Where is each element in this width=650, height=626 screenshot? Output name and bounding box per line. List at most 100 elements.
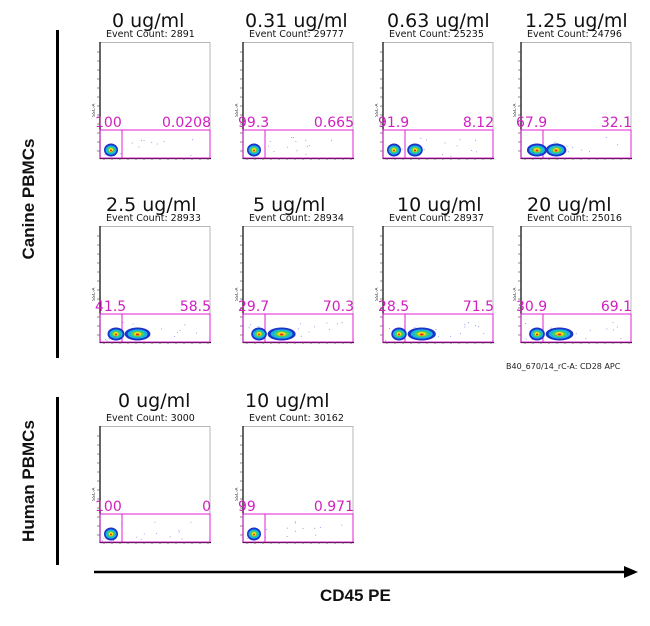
event-dot — [305, 140, 307, 142]
event-dot — [616, 326, 618, 328]
event-dot — [388, 328, 390, 330]
event-dot — [449, 335, 451, 337]
flow-scatter-plot: SSC-A — [375, 42, 494, 160]
canine-group-label: Canine PBMCs — [19, 138, 38, 260]
event-dot — [286, 527, 288, 529]
y-axis-tick-label: SSC-A — [513, 287, 518, 301]
event-dot — [450, 155, 452, 157]
negative-population-red — [114, 333, 118, 336]
x-axis-arrow-head — [624, 566, 638, 578]
event-dot — [566, 145, 568, 147]
flow-scatter-plot: SSC-A — [513, 226, 632, 344]
event-dot — [151, 142, 153, 144]
flow-scatter-plot: SSC-A — [235, 226, 354, 344]
event-dot — [524, 323, 526, 325]
positive-population-red — [554, 149, 558, 152]
negative-percentage: 100 — [95, 115, 122, 131]
event-dot — [195, 332, 197, 334]
event-dot — [132, 323, 134, 325]
event-dot — [460, 333, 462, 335]
event-count: Event Count: 28937 — [389, 213, 484, 224]
concentration-label: 20 ug/ml — [527, 194, 612, 216]
event-dot — [308, 145, 310, 147]
negative-population-red — [397, 333, 401, 336]
event-dot — [122, 321, 124, 323]
event-dot — [414, 327, 416, 329]
negative-percentage: 91.9 — [378, 115, 410, 131]
y-axis-tick-label: SSC-A — [235, 103, 240, 117]
plot-frame — [382, 226, 494, 343]
event-dot — [531, 154, 533, 156]
event-count: Event Count: 28933 — [106, 213, 201, 224]
event-count: Event Count: 2891 — [106, 29, 195, 40]
negative-population-red — [253, 533, 255, 536]
event-dot — [296, 150, 298, 152]
negative-population — [391, 327, 407, 341]
event-dot — [143, 533, 145, 535]
event-dot — [291, 136, 293, 138]
plot-frame — [99, 226, 211, 343]
event-dot — [475, 151, 477, 153]
positive-gate — [264, 313, 354, 343]
event-dot — [314, 527, 316, 529]
plot-frame — [520, 42, 632, 159]
event-dot — [525, 338, 527, 340]
event-dot — [273, 151, 275, 153]
event-dot — [250, 324, 252, 326]
event-dot — [314, 326, 316, 328]
event-dot — [192, 139, 194, 141]
negative-population-red — [393, 149, 395, 152]
positive-gate — [264, 513, 354, 543]
flow-scatter-plot: SSC-A — [235, 42, 354, 160]
event-dot — [612, 329, 614, 331]
event-dot — [184, 324, 186, 326]
event-dot — [141, 140, 143, 142]
event-count: Event Count: 3000 — [106, 413, 195, 424]
event-dot — [617, 144, 619, 146]
positive-population — [124, 327, 151, 341]
event-dot — [456, 145, 458, 147]
event-dot — [174, 335, 176, 337]
positive-percentage: 32.1 — [600, 115, 632, 131]
event-dot — [315, 534, 317, 536]
y-axis-tick-label: SSC-A — [375, 287, 380, 301]
positive-percentage: 0.971 — [313, 499, 354, 515]
event-dot — [302, 528, 304, 530]
negative-population — [247, 527, 261, 541]
event-dot — [326, 322, 328, 324]
negative-percentage: 99 — [238, 499, 256, 515]
event-dot — [169, 536, 171, 538]
event-dot — [401, 335, 403, 337]
event-dot — [294, 521, 296, 523]
event-dot — [297, 328, 299, 330]
event-dot — [179, 329, 181, 331]
concentration-label: 0.63 ug/ml — [387, 10, 490, 32]
flow-scatter-plot: SSC-A — [513, 42, 632, 160]
positive-percentage: 8.12 — [462, 115, 494, 131]
event-dot — [126, 330, 128, 332]
event-dot — [531, 338, 533, 340]
event-dot — [300, 323, 302, 325]
positive-percentage: 58.5 — [179, 299, 211, 315]
event-dot — [161, 328, 163, 330]
event-dot — [255, 331, 257, 333]
positive-gate — [121, 513, 211, 543]
event-dot — [114, 336, 116, 338]
event-dot — [105, 339, 107, 341]
y-axis-tick-label: SSC-A — [235, 487, 240, 501]
negative-population — [104, 527, 118, 541]
event-dot — [250, 152, 252, 154]
event-dot — [190, 154, 192, 156]
positive-population — [267, 327, 296, 341]
negative-population — [526, 143, 548, 157]
event-dot — [308, 331, 310, 333]
negative-percentage: 28.5 — [378, 299, 410, 315]
negative-population — [387, 143, 401, 157]
event-dot — [131, 142, 133, 144]
plot-frame — [242, 426, 354, 543]
positive-percentage: 0.0208 — [162, 115, 211, 131]
